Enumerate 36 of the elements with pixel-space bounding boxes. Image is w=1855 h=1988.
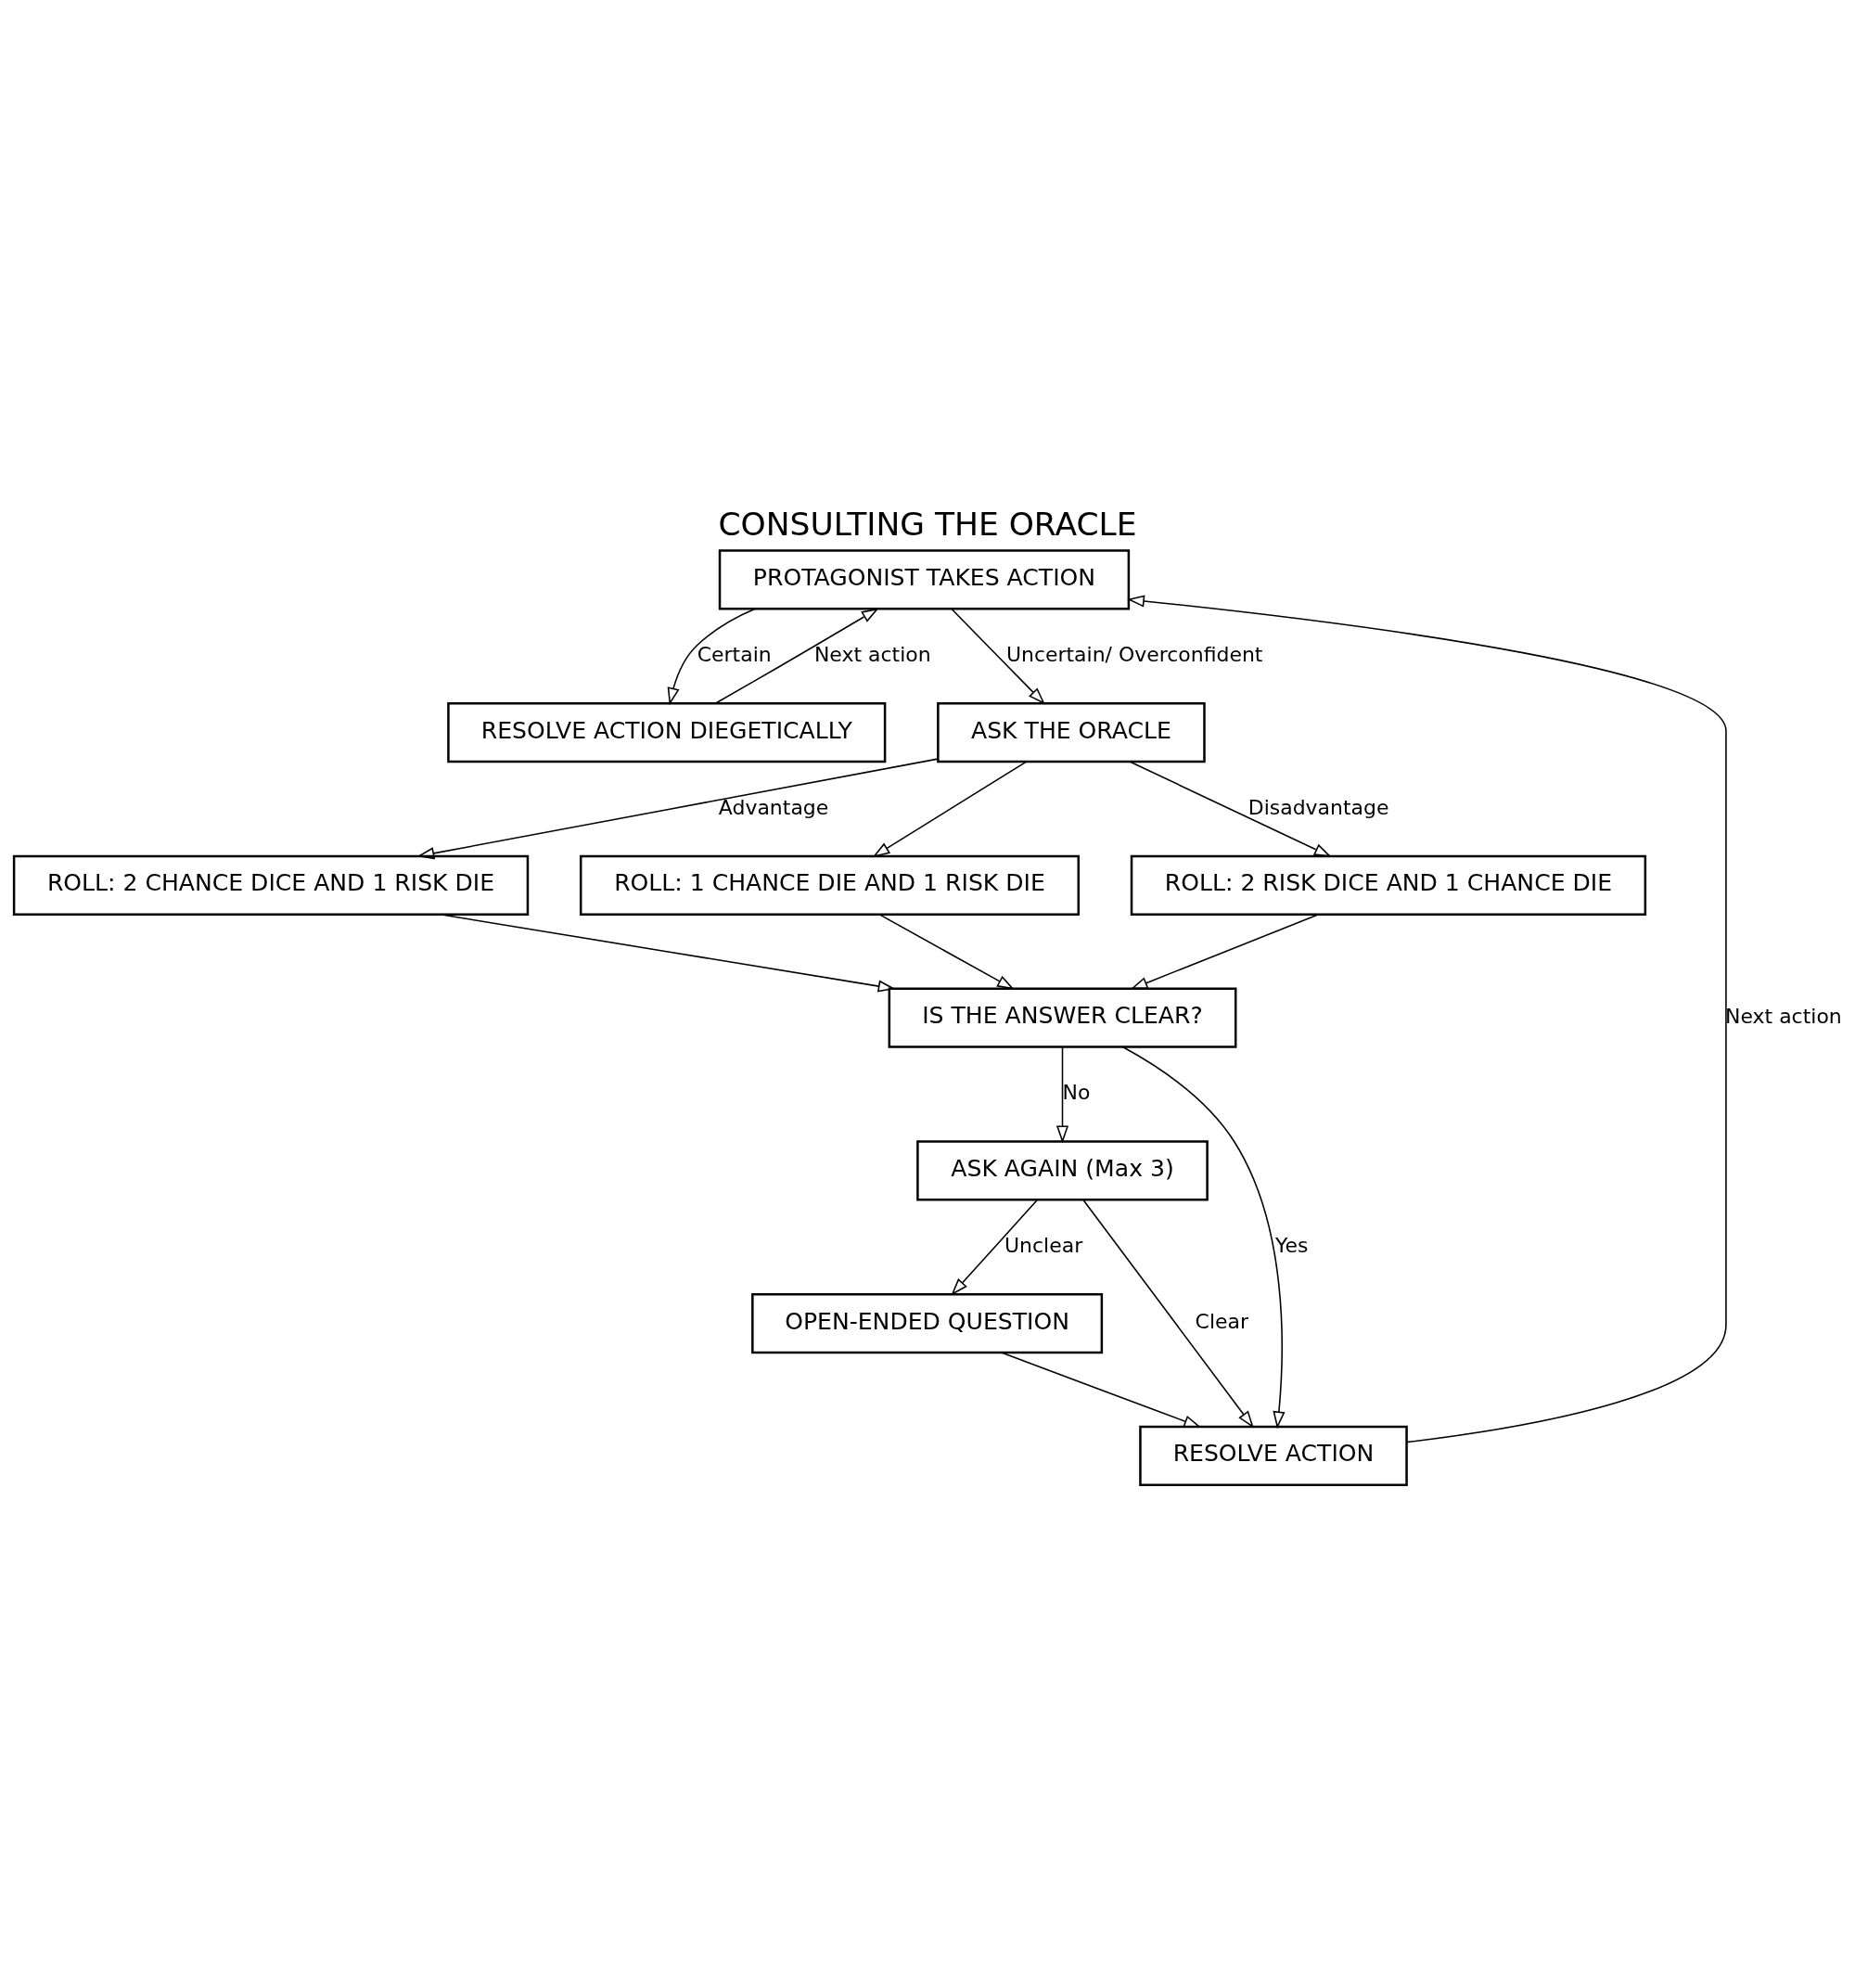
edge-label: Next action — [813, 642, 931, 666]
edge-label: No — [1062, 1080, 1091, 1104]
edge-label: Certain — [697, 642, 772, 666]
arrow — [951, 1199, 1038, 1295]
arrow — [715, 607, 879, 704]
arrow — [1000, 1351, 1202, 1428]
arrow — [439, 913, 896, 993]
arrow — [1129, 760, 1332, 857]
edge-label: Advantage — [718, 795, 829, 819]
node-box: IS THE ANSWER CLEAR? — [888, 986, 1237, 1048]
arrow — [1127, 594, 1727, 1443]
node-box: OPEN-ENDED QUESTION — [751, 1292, 1104, 1353]
edge-label: Unclear — [1004, 1233, 1083, 1257]
edge-label: Next action — [1725, 1004, 1842, 1028]
arrow — [951, 608, 1045, 704]
arrow — [416, 757, 939, 859]
arrow — [872, 760, 1028, 857]
arrow — [667, 608, 756, 705]
node-box: ASK AGAIN (Max 3) — [916, 1139, 1209, 1200]
edge-label: Clear — [1195, 1309, 1249, 1333]
arrow — [878, 913, 1015, 990]
arrow — [1121, 1045, 1286, 1429]
node-box: RESOLVE ACTION DIEGETICALLY — [447, 701, 887, 763]
node-box: ROLL: 2 RISK DICE AND 1 CHANCE DIE — [1130, 854, 1647, 916]
arrow — [1130, 913, 1320, 989]
diagram-title: CONSULTING THE ORACLE — [718, 505, 1137, 543]
node-box: ROLL: 1 CHANCE DIE AND 1 RISK DIE — [579, 854, 1081, 916]
arrow — [1082, 1199, 1254, 1428]
node-box: ASK THE ORACLE — [937, 701, 1206, 763]
node-box: PROTAGONIST TAKES ACTION — [718, 548, 1131, 609]
node-box: ROLL: 2 CHANCE DICE AND 1 RISK DIE — [12, 854, 530, 916]
edge-label: Disadvantage — [1247, 795, 1389, 819]
node-box: RESOLVE ACTION — [1139, 1425, 1408, 1486]
edge-label: Uncertain/ Overconfident — [1005, 642, 1263, 666]
edge-label: Yes — [1274, 1233, 1309, 1257]
arrow — [1055, 1045, 1069, 1143]
